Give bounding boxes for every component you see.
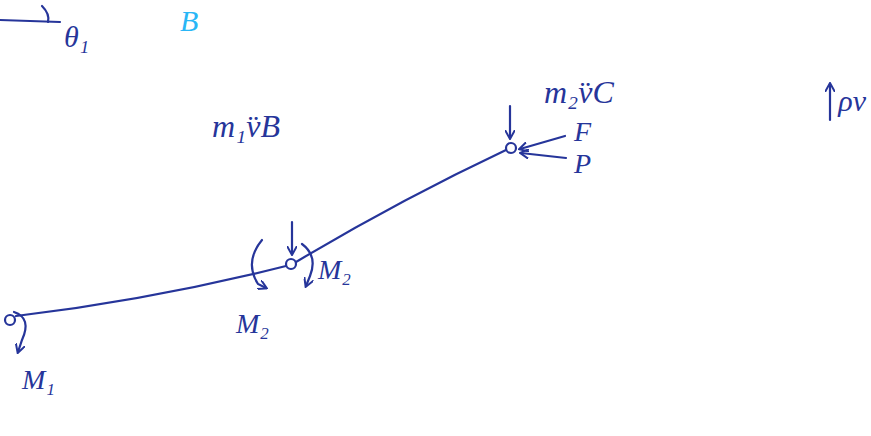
force-arrow [509, 106, 511, 138]
angle-arc [42, 6, 48, 22]
pin-b [286, 259, 296, 269]
moment-arrow [302, 244, 313, 286]
pin-a [5, 315, 15, 325]
angle-line [0, 20, 60, 22]
inertia-label: m₁v̈B [212, 110, 280, 142]
moment-arrow [14, 312, 26, 352]
moment-label: M₁ [22, 366, 55, 394]
force-arrow [291, 222, 293, 254]
link-1 [16, 266, 286, 316]
link-2 [296, 150, 506, 262]
force-label: P [574, 150, 591, 178]
point-label: B [180, 6, 198, 36]
force-arrow [521, 153, 566, 158]
pin-c [506, 143, 516, 153]
moment-arrow [252, 240, 266, 288]
inertia-label: m₂v̈C [544, 76, 614, 108]
force-label: F [574, 118, 591, 146]
symbol-label: ρv [838, 86, 866, 116]
moment-label: M₂ [236, 310, 269, 338]
angle-label: θ₁ [64, 22, 89, 52]
moment-label: M₂ [318, 256, 351, 284]
pressure-arrow [829, 84, 831, 120]
force-arrow [520, 136, 565, 149]
